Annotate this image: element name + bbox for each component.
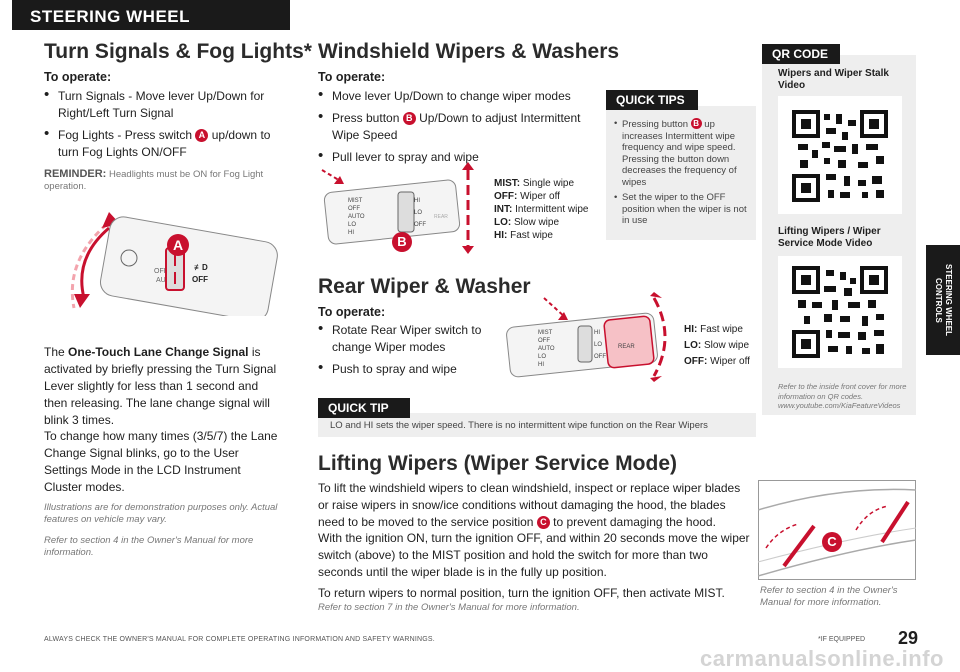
rear-legend-off: OFF: Wiper off (684, 356, 750, 367)
badge-b: B (402, 112, 416, 125)
one-touch-paragraph: The One-Touch Lane Change Signal is acti… (44, 345, 277, 427)
quick-tips-tag: QUICK TIPS (606, 90, 698, 110)
tip-2: • Set the wiper to the OFF position when… (614, 192, 747, 226)
lifting-paragraph-1: To lift the windshield wipers to clean w… (318, 481, 741, 529)
rear-auto-label: AUTO (538, 346, 555, 352)
rear-bullet-1: Rotate Rear Wiper switch to change Wiper… (318, 320, 488, 356)
callout-a: A (167, 234, 189, 256)
tip-1: • Pressing button B up increases Intermi… (614, 118, 737, 188)
qr-code-wipers-video[interactable] (778, 96, 902, 214)
if-equipped-note: *IF EQUIPPED (818, 636, 866, 643)
change-blinks-paragraph: To change how many times (3/5/7) the Lan… (44, 429, 278, 494)
rear-bullet-2: Push to spray and wipe (318, 359, 488, 378)
quick-tips-box (606, 106, 756, 240)
watermark: carmanualsonline.info (700, 646, 944, 671)
rear-hi-label: HI (538, 362, 544, 368)
qr-video-2-label: Lifting Wipers / Wiper Service Mode Vide… (778, 226, 881, 249)
side-section-tab: STEERING WHEEL CONTROLS (926, 245, 960, 355)
wiper-lo-label: LO (348, 222, 356, 228)
wiper-rear-label: REAR (434, 214, 448, 220)
legend-int: INT: Intermittent wipe (494, 204, 589, 215)
rear-wiper-title: Rear Wiper & Washer (318, 275, 531, 298)
legend-off: OFF: Wiper off (494, 191, 560, 202)
rear-lo-label: LO (538, 354, 546, 360)
tip-badge-b: B (690, 118, 702, 129)
wiper-off-label-2: OFF (414, 222, 426, 228)
turn-operate-label: To operate: (44, 70, 112, 84)
rear-legend-lo: LO: Slow wipe (684, 340, 750, 351)
refer-section-4-note-2: Refer to section 4 in the Owner's Manual… (760, 585, 898, 608)
rear-hi-label-2: HI (594, 330, 600, 336)
wiper-hi-label-2: HI (414, 198, 420, 204)
page-number: 29 (898, 628, 919, 648)
rear-lo-label-2: LO (594, 342, 602, 348)
section-header-tab: STEERING WHEEL CONTROLS (12, 0, 290, 46)
wiper-auto-label: AUTO (348, 214, 365, 220)
quick-tip-text: LO and HI sets the wiper speed. There is… (330, 420, 708, 431)
wiper-modes-legend: MIST: Single wipe OFF: Wiper off INT: In… (494, 177, 604, 242)
lifting-paragraph-3: To return wipers to normal position, tur… (318, 586, 725, 600)
rear-modes-legend: HI: Fast wipe LO: Slow wipe OFF: Wiper o… (684, 323, 756, 368)
windshield-service-position-illustration (758, 480, 916, 580)
turn-signal-stalk-illustration: OFF AUTO ≢D OFF (70, 212, 278, 316)
turn-signals-title: Turn Signals & Fog Lights* (44, 40, 312, 63)
rear-off-label: OFF (538, 338, 550, 344)
reminder-note: REMINDER: Headlights must be ON for Fog … (44, 168, 264, 192)
wipers-title: Windshield Wipers & Washers (318, 40, 620, 63)
quick-tip-tag: QUICK TIP (318, 398, 410, 418)
callout-c: C (822, 532, 842, 552)
lifting-wipers-title: Lifting Wipers (Wiper Service Mode) (318, 452, 677, 475)
turn-bullet-1: Turn Signals - Move lever Up/Down for Ri… (44, 86, 279, 122)
wipers-bullet-1: Move lever Up/Down to change wiper modes (318, 86, 588, 105)
legend-mist: MIST: Single wipe (494, 178, 575, 189)
badge-c: C (536, 516, 550, 529)
rear-wiper-switch-illustration: MIST OFF AUTO LO HI HI LO OFF REAR (506, 292, 667, 382)
callout-b: B (392, 232, 412, 252)
stalk-off-label: OFF (154, 268, 168, 275)
lifting-paragraph-2: With the ignition ON, turn the ignition … (318, 531, 750, 579)
wipers-bullet-3: Pull lever to spray and wipe (318, 147, 588, 166)
qr-refer-note: Refer to the inside front cover for more… (778, 382, 907, 410)
wiper-hi-label: HI (348, 230, 354, 236)
rear-legend-hi: HI: Fast wipe (684, 324, 743, 335)
legend-hi: HI: Fast wipe (494, 230, 553, 241)
footer-warning: ALWAYS CHECK THE OWNER'S MANUAL FOR COMP… (44, 636, 435, 643)
wiper-off-label: OFF (348, 206, 360, 212)
qr-code-tag: QR CODE (762, 44, 840, 64)
svg-text:≢D: ≢D (194, 263, 208, 272)
wiper-stalk-illustration: MIST OFF AUTO LO HI HI LO OFF REAR (321, 162, 474, 254)
refer-section-4-note: Refer to section 4 in the Owner's Manual… (44, 535, 254, 558)
stalk-off-label-2: OFF (192, 275, 208, 284)
qr-video-1-label: Wipers and Wiper Stalk Video (778, 68, 889, 91)
wiper-mist-label: MIST (348, 198, 363, 204)
rear-mist-label: MIST (538, 330, 553, 336)
wiper-lo-label-2: LO (414, 210, 422, 216)
badge-a: A (195, 129, 209, 142)
illustration-note: Illustrations are for demonstration purp… (44, 502, 278, 525)
legend-lo: LO: Slow wipe (494, 217, 560, 228)
rear-rear-label: REAR (618, 344, 635, 350)
rear-off-label-2: OFF (594, 354, 606, 360)
wipers-bullet-2: Press button B Up/Down to adjust Intermi… (318, 108, 588, 144)
qr-code-lifting-wipers-video[interactable] (778, 256, 902, 368)
wipers-operate-label: To operate: (318, 70, 386, 84)
quick-tips-content: • Pressing button B up increases Intermi… (614, 118, 754, 227)
rear-operate-label: To operate: (318, 305, 386, 319)
turn-bullet-2: Fog Lights - Press switch A up/down to t… (44, 125, 279, 161)
refer-section-7-note: Refer to section 7 in the Owner's Manual… (318, 602, 580, 613)
